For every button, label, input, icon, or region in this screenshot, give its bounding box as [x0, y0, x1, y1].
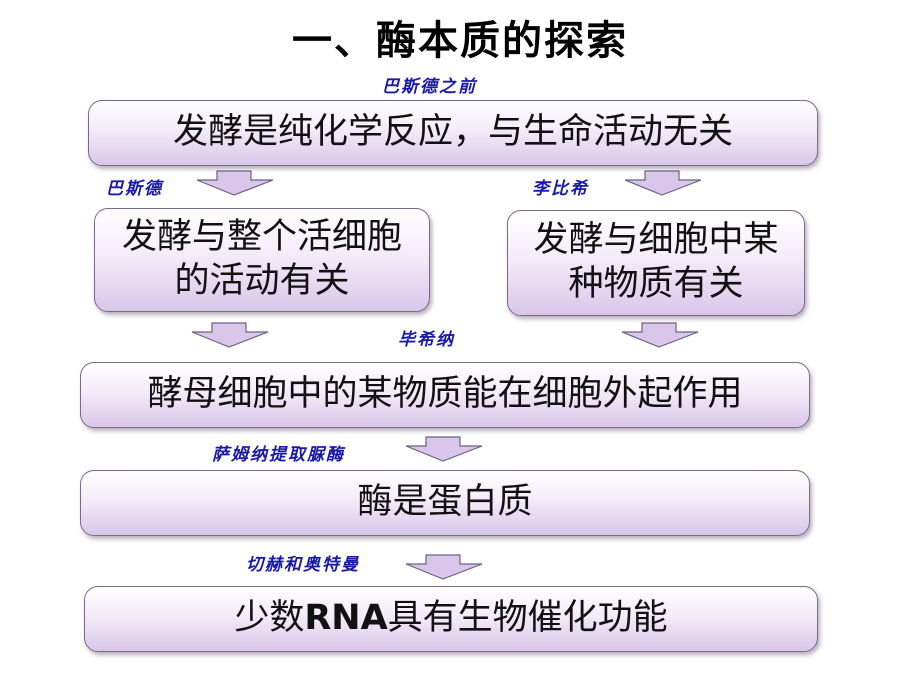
label-cech-altman: 切赫和奥特曼: [246, 555, 360, 575]
box-substance-in-cell: 发酵与细胞中某种物质有关: [507, 210, 805, 316]
label-before-pasteur: 巴斯德之前: [382, 77, 477, 97]
arrow-down-icon: [405, 554, 483, 580]
box-enzyme-is-protein: 酶是蛋白质: [80, 470, 810, 536]
box-whole-living-cell: 发酵与整个活细胞的活动有关: [94, 208, 430, 312]
arrow-down-icon: [624, 170, 702, 196]
slide-title: 一、酶本质的探索: [292, 18, 628, 64]
label-liebig: 李比希: [532, 179, 589, 199]
arrow-down-icon: [621, 322, 699, 348]
label-buchner: 毕希纳: [398, 330, 455, 350]
arrow-down-icon: [405, 436, 483, 462]
arrow-down-icon: [191, 322, 269, 348]
box-fermentation-chemical: 发酵是纯化学反应，与生命活动无关: [88, 100, 818, 166]
rna-text-pre: 少数: [234, 598, 305, 639]
label-sumner: 萨姆纳提取脲酶: [212, 445, 345, 465]
arrow-down-icon: [196, 170, 274, 196]
rna-text-bold: RNA: [304, 598, 388, 639]
rna-text-post: 具有生物催化功能: [387, 598, 668, 639]
box-yeast-substance-outside: 酵母细胞中的某物质能在细胞外起作用: [80, 362, 810, 428]
label-pasteur: 巴斯德: [106, 179, 163, 199]
